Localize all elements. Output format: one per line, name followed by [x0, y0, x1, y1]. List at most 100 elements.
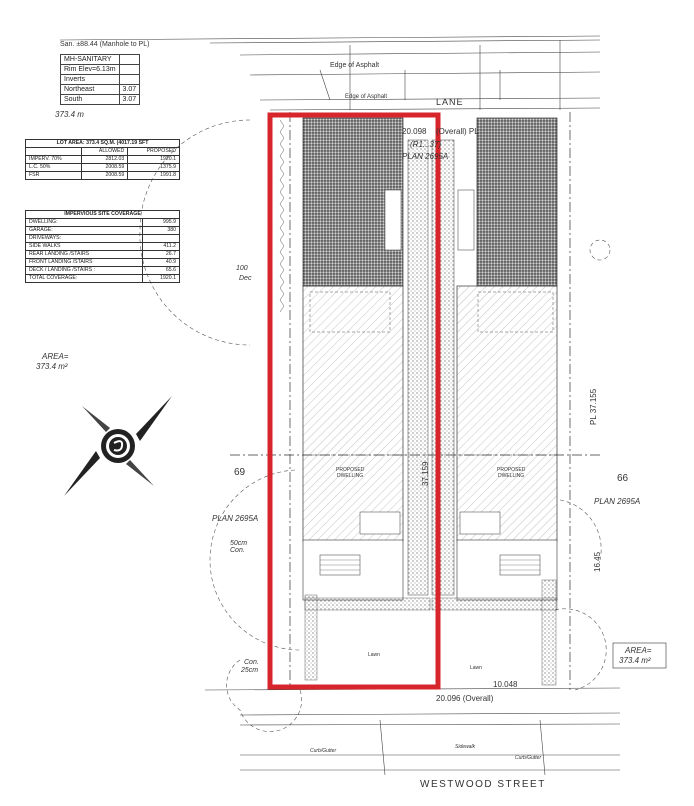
impervious-cell: SIDE WALKS	[24, 242, 144, 251]
impervious-cell: 411.2	[142, 242, 180, 251]
lot-69: 69	[234, 467, 246, 478]
manhole-cell: 3.07	[118, 94, 141, 105]
plan-right: PLAN 2695A	[594, 497, 640, 506]
manhole-cell: Northeast	[60, 84, 120, 95]
street-lines	[204, 687, 621, 776]
impervious-cell: 1920.1	[142, 274, 180, 283]
dim-side: 37.159	[421, 461, 430, 486]
lot-66: 66	[617, 473, 629, 484]
proposed-2a: PROPOSED	[497, 467, 526, 473]
impervious-cell	[142, 234, 180, 243]
lawn-1: Lawn	[368, 652, 380, 658]
edge-asphalt-mid: Edge of Asphalt	[345, 94, 387, 100]
lot-cell: 2008.59	[81, 163, 129, 172]
right-lot	[430, 117, 558, 686]
dec-label-2: Dec	[239, 275, 252, 282]
lot-cell: 2812.03	[81, 155, 129, 164]
con-50-b: Con.	[230, 547, 245, 554]
sidewalk-label: Sidewalk	[455, 744, 476, 750]
impervious-cell: DRIVEWAYS:	[24, 234, 144, 243]
proposed-1b: DWELLING	[337, 473, 363, 479]
north-arrow-icon	[64, 396, 172, 496]
lane-label: LANE	[436, 97, 464, 107]
lot-header-cell: PROPOSED	[127, 147, 180, 156]
lot-table-title: LOT AREA: 373.4 SQ.M. (4017.19 SFT	[25, 139, 180, 148]
highlight-boundary	[267, 112, 441, 690]
street-label: WESTWOOD STREET	[420, 779, 546, 790]
impervious-cell: 65.6	[142, 266, 180, 275]
property-lines	[230, 112, 600, 690]
proposed-1a: PROPOSED	[336, 467, 365, 473]
overall-pl: (Overall) PL	[436, 127, 479, 136]
impervious-row: GARAGE:380	[24, 226, 180, 235]
lot-label: 373.4 m	[55, 110, 84, 119]
manhole-cell	[118, 54, 141, 65]
impervious-table-title: IMPERVIOUS SITE COVERAGE	[25, 210, 180, 219]
con-25-a: Con.	[244, 659, 259, 666]
area-right-2: 373.4 m²	[619, 656, 651, 665]
impervious-cell: 380	[142, 226, 180, 235]
area-left-2: 373.4 m²	[36, 362, 68, 371]
impervious-cell: REAR LANDING /STAIRS	[24, 250, 144, 259]
dec-label-1: 100	[236, 265, 248, 272]
manhole-cell: MH-SANITARY	[60, 54, 120, 65]
curb-label-2: Curb/Gutter	[515, 755, 541, 761]
manhole-cell: Rim Elev=6.13m	[60, 64, 120, 75]
dim-1645: 16.45	[593, 551, 602, 572]
edge-asphalt-top: Edge of Asphalt	[330, 62, 379, 69]
lot-area-table: LOT AREA: 373.4 SQ.M. (4017.19 SFT ALLOW…	[24, 139, 180, 180]
impervious-cell: 995.9	[142, 218, 180, 227]
impervious-row: DRIVEWAYS:	[24, 234, 180, 243]
manhole-row: MH-SANITARY	[60, 54, 141, 65]
dim-top: 20.098	[402, 127, 427, 136]
impervious-cell: DWELLING:	[24, 218, 144, 227]
plan-top: PLAN 2695A	[402, 152, 448, 161]
lawn-2: Lawn	[470, 665, 482, 671]
con-25-b: 25cm	[240, 667, 258, 674]
impervious-cell: DECK / LANDING /STAIRS :	[24, 266, 144, 275]
impervious-cell: 40.9	[142, 258, 180, 267]
area-left-1: AREA=	[41, 352, 69, 361]
pl-right: PL 37.155	[589, 388, 598, 425]
drawing-labels: Edge of Asphalt Edge of Asphalt LANE 20.…	[36, 41, 652, 790]
manhole-cell: 3.07	[118, 84, 141, 95]
lot-cell: L.C. 50%	[24, 163, 83, 172]
lot-cell: 2008.59	[81, 171, 129, 180]
impervious-row: TOTAL COVERAGE:1920.1	[24, 274, 180, 283]
manhole-note: San. ±88.44 (Manhole to PL)	[60, 41, 149, 48]
impervious-cell: FRONT LANDING /STAIRS	[24, 258, 144, 267]
lot-header-cell: ALLOWED	[81, 147, 129, 156]
lot-cell: FSR	[24, 171, 83, 180]
manhole-row: Inverts	[60, 74, 141, 85]
lot-header-cell	[24, 147, 83, 156]
impervious-row: DECK / LANDING /STAIRS :65.6	[24, 266, 180, 275]
manhole-cell	[118, 64, 141, 75]
proposed-2b: DWELLING	[498, 473, 524, 479]
manhole-cell	[118, 74, 141, 85]
con-50-a: 50cm	[230, 540, 247, 547]
fence-line	[279, 119, 285, 313]
impervious-cell: GARAGE:	[24, 226, 144, 235]
area-right-1: AREA=	[624, 646, 652, 655]
manhole-cell: South	[60, 94, 120, 105]
dim-10048: 10.048	[493, 680, 518, 689]
lot-cell: 1920.1	[127, 155, 180, 164]
top-road-lines	[59, 35, 601, 111]
manhole-row: Rim Elev=6.13m	[60, 64, 141, 75]
impervious-cell: TOTAL COVERAGE:	[24, 274, 144, 283]
manhole-cell: Inverts	[60, 74, 120, 85]
lot-cell: IMPERV. 70%	[24, 155, 83, 164]
tree-canopy-arcs	[139, 119, 611, 732]
dim-bottom: 20.096 (Overall)	[436, 694, 494, 703]
impervious-row: DWELLING:995.9	[24, 218, 180, 227]
